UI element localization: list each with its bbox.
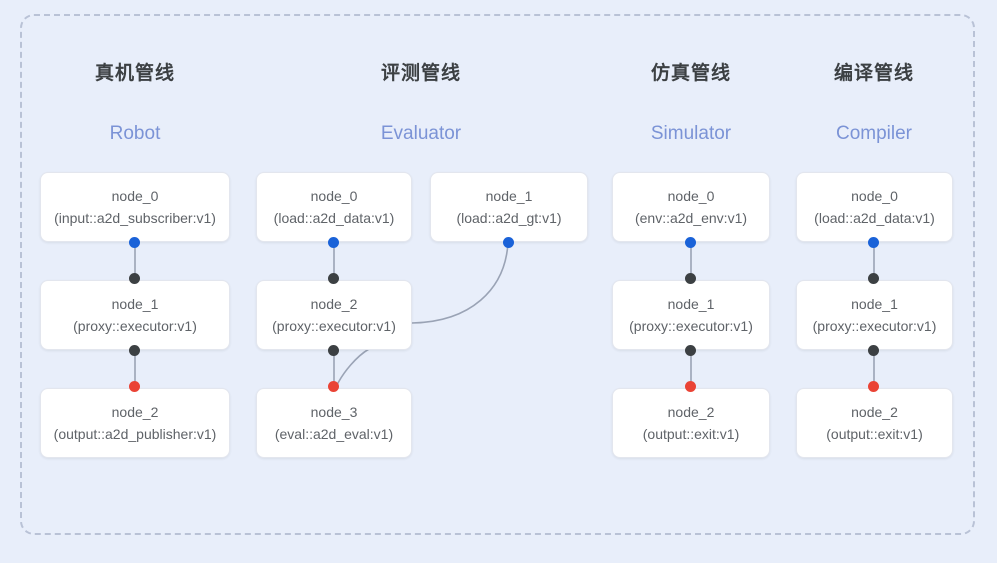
node-compiler-1[interactable]: node_1 (proxy::executor:v1) [796, 280, 953, 350]
node-type: (eval::a2d_eval:v1) [274, 426, 394, 442]
node-type: (load::a2d_data:v1) [814, 210, 935, 226]
node-type: (proxy::executor:v1) [629, 318, 753, 334]
port-output-dot-robot-0[interactable] [129, 237, 140, 248]
port-output-dot-evaluator-0[interactable] [328, 237, 339, 248]
node-id: node_2 [667, 404, 715, 420]
port-output-dot-compiler-0[interactable] [868, 237, 879, 248]
node-simulator-0[interactable]: node_0 (env::a2d_env:v1) [612, 172, 770, 242]
node-type: (output::exit:v1) [826, 426, 923, 442]
node-evaluator-1[interactable]: node_1 (load::a2d_gt:v1) [430, 172, 588, 242]
pipeline-group-frame [20, 14, 975, 535]
port-input-dot-simulator-1[interactable] [685, 273, 696, 284]
node-id: node_1 [851, 296, 898, 312]
node-type: (proxy::executor:v1) [73, 318, 197, 334]
port-input-dot-robot-1[interactable] [129, 273, 140, 284]
node-id: node_3 [310, 404, 358, 420]
node-compiler-2[interactable]: node_2 (output::exit:v1) [796, 388, 953, 458]
port-output-dot-robot-1[interactable] [129, 345, 140, 356]
node-id: node_1 [111, 296, 159, 312]
node-id: node_2 [310, 296, 358, 312]
port-input-dot-evaluator-3[interactable] [328, 381, 339, 392]
node-simulator-2[interactable]: node_2 (output::exit:v1) [612, 388, 770, 458]
node-id: node_1 [485, 188, 533, 204]
node-simulator-1[interactable]: node_1 (proxy::executor:v1) [612, 280, 770, 350]
node-robot-2[interactable]: node_2 (output::a2d_publisher:v1) [40, 388, 230, 458]
port-output-dot-evaluator-2[interactable] [328, 345, 339, 356]
node-id: node_2 [851, 404, 898, 420]
node-evaluator-2[interactable]: node_2 (proxy::executor:v1) [256, 280, 412, 350]
node-compiler-0[interactable]: node_0 (load::a2d_data:v1) [796, 172, 953, 242]
port-output-dot-simulator-1[interactable] [685, 345, 696, 356]
node-evaluator-3[interactable]: node_3 (eval::a2d_eval:v1) [256, 388, 412, 458]
port-input-dot-compiler-1[interactable] [868, 273, 879, 284]
node-robot-1[interactable]: node_1 (proxy::executor:v1) [40, 280, 230, 350]
node-type: (output::a2d_publisher:v1) [53, 426, 217, 442]
port-output-dot-simulator-0[interactable] [685, 237, 696, 248]
node-evaluator-0[interactable]: node_0 (load::a2d_data:v1) [256, 172, 412, 242]
node-id: node_0 [667, 188, 715, 204]
node-id: node_1 [667, 296, 715, 312]
node-type: (load::a2d_data:v1) [273, 210, 395, 226]
node-type: (load::a2d_gt:v1) [456, 210, 562, 226]
node-type: (env::a2d_env:v1) [634, 210, 748, 226]
node-robot-0[interactable]: node_0 (input::a2d_subscriber:v1) [40, 172, 230, 242]
port-input-dot-robot-2[interactable] [129, 381, 140, 392]
node-id: node_0 [310, 188, 358, 204]
node-id: node_0 [111, 188, 159, 204]
port-output-dot-compiler-1[interactable] [868, 345, 879, 356]
node-type: (proxy::executor:v1) [812, 318, 937, 334]
node-type: (output::exit:v1) [642, 426, 740, 442]
port-input-dot-compiler-2[interactable] [868, 381, 879, 392]
node-type: (input::a2d_subscriber:v1) [54, 210, 216, 226]
port-input-dot-simulator-2[interactable] [685, 381, 696, 392]
port-output-dot-evaluator-1[interactable] [503, 237, 514, 248]
node-id: node_0 [851, 188, 898, 204]
port-input-dot-evaluator-2[interactable] [328, 273, 339, 284]
node-type: (proxy::executor:v1) [272, 318, 396, 334]
node-id: node_2 [111, 404, 159, 420]
